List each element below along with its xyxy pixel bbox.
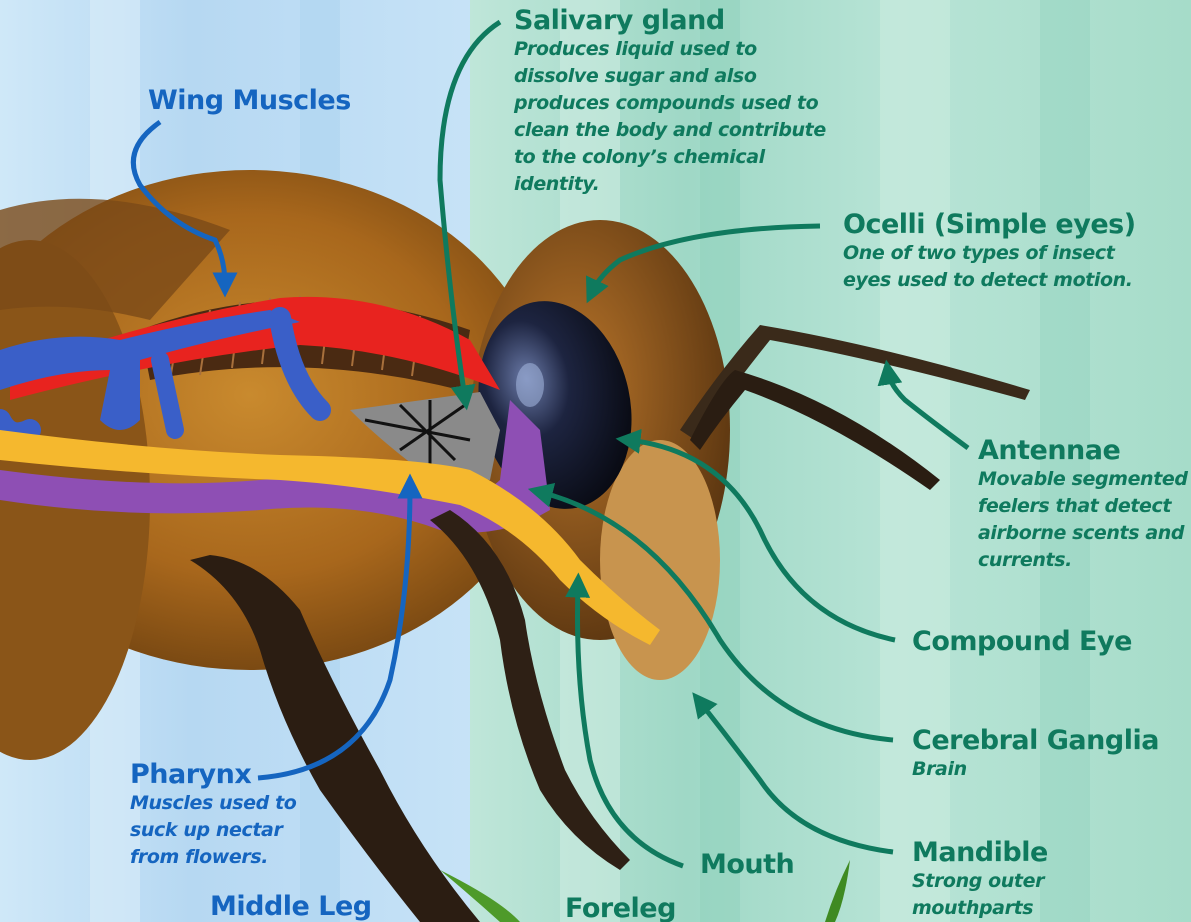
middle-leg-title: Middle Leg	[210, 892, 372, 922]
leader-antennae	[888, 372, 968, 448]
mandible-desc-line: Strong outer	[912, 868, 1048, 895]
salivary-gland-title: Salivary gland	[514, 6, 826, 36]
antennae-desc-line: Movable segmented	[978, 466, 1188, 493]
pharynx-desc-line: from flowers.	[130, 844, 296, 871]
antennae-desc-line: currents.	[978, 547, 1188, 574]
ocelli-desc-line: eyes used to detect motion.	[843, 267, 1136, 294]
antennae-desc-line: airborne scents and	[978, 520, 1188, 547]
salivary-gland-desc-line: dissolve sugar and also	[514, 63, 826, 90]
salivary-gland-desc-line: Produces liquid used to	[514, 36, 826, 63]
leader-mandible	[700, 702, 893, 852]
mandible-title: Mandible	[912, 838, 1048, 868]
label-cerebral-ganglia: Cerebral Ganglia Brain	[912, 726, 1159, 783]
salivary-gland-desc-line: clean the body and contribute	[514, 117, 826, 144]
foreleg-title: Foreleg	[565, 894, 676, 922]
label-salivary-gland: Salivary gland Produces liquid used to d…	[514, 6, 826, 198]
pharynx-title: Pharynx	[130, 760, 296, 790]
salivary-gland-desc-line: produces compounds used to	[514, 90, 826, 117]
compound-eye-highlight	[516, 363, 544, 407]
cerebral-ganglia-desc-line: Brain	[912, 756, 1159, 783]
pharynx-desc-line: suck up nectar	[130, 817, 296, 844]
ocelli-title: Ocelli (Simple eyes)	[843, 210, 1136, 240]
salivary-gland-desc-line: identity.	[514, 171, 826, 198]
wing-muscles-title: Wing Muscles	[148, 86, 351, 116]
pharynx-desc-line: Muscles used to	[130, 790, 296, 817]
label-antennae: Antennae Movable segmented feelers that …	[978, 436, 1188, 574]
mouth-title: Mouth	[700, 850, 794, 880]
antennae-desc-line: feelers that detect	[978, 493, 1188, 520]
compound-eye-title: Compound Eye	[912, 627, 1132, 657]
label-mandible: Mandible Strong outer mouthparts	[912, 838, 1048, 922]
mandible-desc-line: mouthparts	[912, 895, 1048, 922]
label-ocelli: Ocelli (Simple eyes) One of two types of…	[843, 210, 1136, 294]
label-pharynx: Pharynx Muscles used to suck up nectar f…	[130, 760, 296, 871]
ocelli-desc-line: One of two types of insect	[843, 240, 1136, 267]
grass-blade	[825, 860, 850, 922]
salivary-gland-desc-line: to the colony’s chemical	[514, 144, 826, 171]
antennae-title: Antennae	[978, 436, 1188, 466]
cerebral-ganglia-title: Cerebral Ganglia	[912, 726, 1159, 756]
